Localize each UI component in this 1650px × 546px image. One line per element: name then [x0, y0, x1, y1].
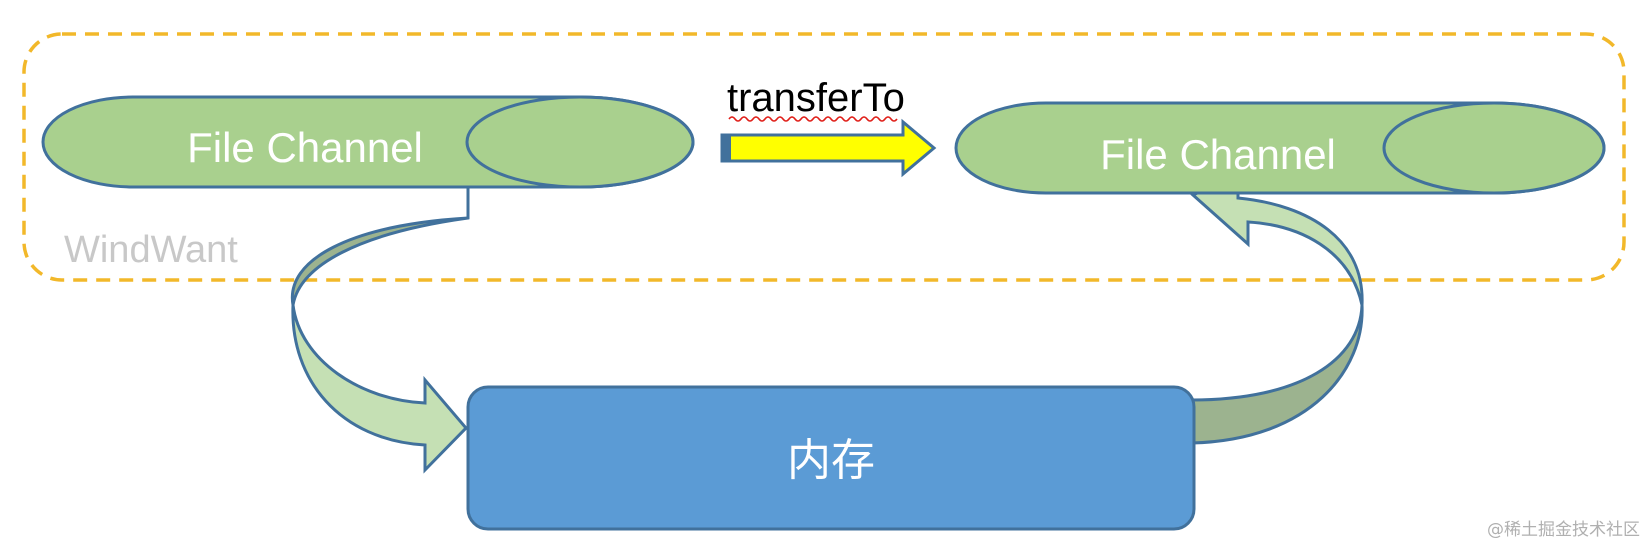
read-curve-front — [291, 304, 469, 474]
spellcheck-underline — [728, 116, 898, 122]
watermark: @稀土掘金技术社区 — [1487, 520, 1640, 540]
source-file-channel: File Channel — [41, 95, 695, 189]
target-channel-label: File Channel — [1100, 131, 1336, 178]
target-channel-end — [1382, 101, 1606, 195]
right-arrow-icon — [720, 118, 937, 178]
memory-label: 内存 — [787, 435, 875, 486]
source-channel-label: File Channel — [187, 124, 423, 171]
write-curve-back — [1190, 304, 1364, 445]
target-file-channel: File Channel — [954, 101, 1606, 195]
windwant-region-border — [22, 32, 1626, 282]
read-curve-arrow — [290, 176, 470, 474]
source-channel-end — [465, 95, 695, 189]
memory-box: 内存 — [466, 385, 1196, 531]
region-label: WindWant — [64, 229, 238, 271]
operation-label: transferTo — [727, 76, 905, 120]
read-curve-back — [290, 176, 470, 306]
write-curve-arrow — [1190, 171, 1364, 445]
